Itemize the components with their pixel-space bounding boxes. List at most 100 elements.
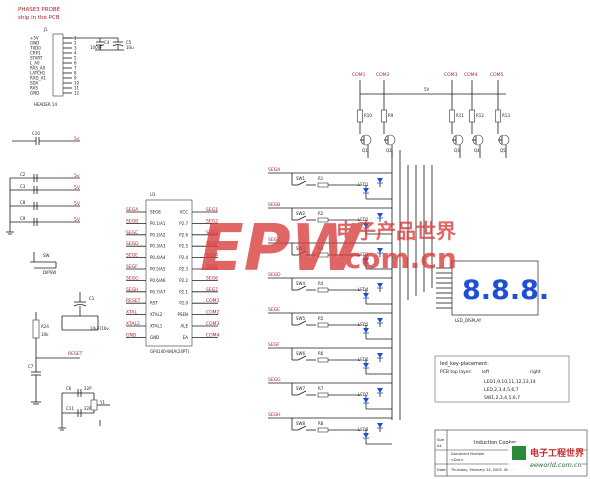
connector-pin-number: 6 xyxy=(74,61,77,66)
corner-logo-cn: 电子工程世界 xyxy=(530,447,584,459)
digit-drivers: 5V COM1R10Q1COM2R9Q2COM3R11Q3COM4R12Q4CO… xyxy=(352,72,510,158)
watermark-cn: 电子产品世界 xyxy=(336,219,456,243)
display-digits: 8.8.8. xyxy=(462,275,549,306)
driver-transistor: Q2 xyxy=(386,148,392,153)
seven-seg-display: 8.8.8. LED_DISPLAY xyxy=(436,260,549,323)
reset-cap-ref: C1 xyxy=(89,296,95,301)
mcu-left-pin: P0.3/A3 xyxy=(150,244,166,249)
connector-ref: J1 xyxy=(43,27,48,32)
cap-c10-ref: C10 xyxy=(32,131,40,136)
placement-line1: LED1,9,10,11,12,13,14 xyxy=(484,379,536,385)
seg-row-resistor: R2 xyxy=(318,211,324,216)
mcu-right-pin: P2.5 xyxy=(179,244,188,249)
cap-c8-net: 5V xyxy=(74,201,81,207)
mcu-right-pin: P2.2 xyxy=(179,278,188,283)
mcu-right-pin: P2.7 xyxy=(179,221,188,226)
supply-label: 5V xyxy=(424,87,430,92)
connector-pin-label: CRP1 xyxy=(30,51,41,56)
connector-pin-label: GND xyxy=(30,41,39,46)
reset-res-ref: R24 xyxy=(41,324,49,329)
corner-logo: 电子工程世界 eeworld.com.cn xyxy=(508,443,584,471)
connector-pin-label: LATCH1 xyxy=(30,71,46,76)
reset-cap-val: 10uF/16v xyxy=(90,326,109,331)
connector-part: HEADER 14 xyxy=(34,102,57,107)
mcu-left-net: XTAL xyxy=(126,310,137,316)
connector-pin-label: RXD_A1 xyxy=(30,76,46,81)
mcu-left-pin: XTAL2 xyxy=(150,312,163,317)
connector-elco-ref: C5 xyxy=(126,40,132,45)
connector-pin-number: 8 xyxy=(74,71,77,76)
mcu-left-net: SEGF xyxy=(126,264,138,270)
mcu-left-pin: P0.6/A6 xyxy=(150,278,166,283)
watermark-brand: EPW xyxy=(200,212,365,286)
connector-pin-number: 3 xyxy=(74,46,77,51)
seg-row-net: SEGB xyxy=(268,202,280,208)
seg-row-switch: SW7 xyxy=(296,386,305,391)
mcu-right-pin: P2.6 xyxy=(179,232,188,237)
mcu-left-net: SEGH xyxy=(126,287,139,293)
mcu-right-net: SEG4 xyxy=(206,253,218,259)
mcu-right-net: SEG2 xyxy=(206,218,218,224)
connector-cap-ref: C4 xyxy=(104,40,110,45)
mcu-u1: U1 SEG8SEGAP0.1/A1SEGBP0.2/A2SEGCP0.3/A3… xyxy=(126,192,220,354)
seg-row-switch: SW2 xyxy=(296,211,305,216)
seg-row-net: SEGD xyxy=(268,272,281,278)
seg-row-resistor: R1 xyxy=(318,176,324,181)
left-capacitors: C10 5v C2 5v C3 5V C8 5V C9 5V xyxy=(6,131,81,235)
crystal-c2-ref: C11 xyxy=(66,406,74,411)
cap-c9-net: 5V xyxy=(74,217,81,223)
mcu-left-net: SEGA xyxy=(126,207,139,213)
mcu-left-pin: XTAL1 xyxy=(150,324,163,329)
reset-network: R24 10k RESET C7 C1 10uF/16v xyxy=(28,292,109,405)
seg-row-led: LED4 xyxy=(358,287,369,292)
title-doc-val: <Doc> xyxy=(451,458,464,462)
seg-row-net: SEGE xyxy=(268,307,280,313)
cap-c2-net: 5v xyxy=(74,173,80,179)
dip-switch-left: SW DIPSW xyxy=(30,252,57,275)
mcu-right-net: SEG3 xyxy=(206,230,218,236)
connector-pin-label: START xyxy=(30,56,43,61)
seg-row-switch: SW5 xyxy=(296,316,305,321)
seg-row-switch: SW4 xyxy=(296,281,305,286)
connector-pin-number: 9 xyxy=(74,76,77,81)
cap-c3-ref: C3 xyxy=(20,184,26,189)
cap-c8-ref: C8 xyxy=(20,200,26,205)
mcu-left-pin: P0.2/A2 xyxy=(150,232,166,237)
driver-resistor: R11 xyxy=(456,113,464,118)
connector-pin-number: 2 xyxy=(74,41,77,46)
dip-switch-label: DIPSW xyxy=(43,270,56,275)
driver-net: COM3 xyxy=(444,72,458,78)
mcu-left-net: XTAL2 xyxy=(126,321,140,327)
crystal-c1-ref: C6 xyxy=(66,386,72,391)
driver-transistor: Q1 xyxy=(362,148,368,153)
title-text: Induction Cooker xyxy=(474,440,517,446)
crystal-network: C6 22P C11 22P Y1 xyxy=(58,386,110,431)
watermark: EPW .com.cn 电子产品世界 xyxy=(200,212,457,286)
connector-cap-val: 100nF xyxy=(90,45,103,50)
seg-row-led: LED8 xyxy=(358,427,369,432)
seg-row-led: LED7 xyxy=(358,392,369,397)
mcu-left-net: SEGE xyxy=(126,253,138,259)
connector-pin-label: RAS xyxy=(30,86,38,91)
driver-resistor: R10 xyxy=(364,113,372,118)
seg-row-switch: SW1 xyxy=(296,176,305,181)
reset-res-val: 10k xyxy=(41,332,49,337)
connector-pin-number: 4 xyxy=(74,51,77,56)
mcu-right-net: COM2 xyxy=(206,310,220,316)
mcu-right-net: SEG6 xyxy=(206,275,218,281)
mcu-right-net: SEG5 xyxy=(206,264,218,270)
connector-elco-val: 10u xyxy=(126,45,134,50)
seg-row-led: LED2 xyxy=(358,217,369,222)
header-note-line2: ship in the PCB xyxy=(18,15,60,21)
mcu-left-net: SEGB xyxy=(126,218,138,224)
mcu-left-pin: P0.1/A1 xyxy=(150,221,166,226)
mcu-right-pin: PSEN xyxy=(178,312,188,317)
driver-transistor: Q5 xyxy=(500,148,506,153)
placement-line2: LED,2,3,4,5,6,7 xyxy=(484,387,519,393)
seg-row-resistor: R7 xyxy=(318,386,324,391)
mcu-right-pin: P2.3 xyxy=(179,267,188,272)
mcu-right-net: SEG1 xyxy=(206,207,218,213)
mcu-left-net: RESET xyxy=(126,298,141,304)
seg-row-led: LED1 xyxy=(358,182,369,187)
logo-mark-icon xyxy=(512,446,526,460)
